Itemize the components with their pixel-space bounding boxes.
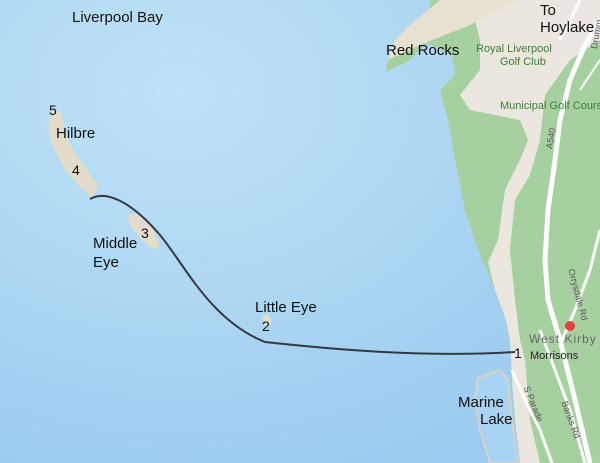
label-middle-eye-line2: Eye [93,254,119,271]
label-hilbre: Hilbre [56,125,96,142]
label-golf-club-line1: Royal Liverpool [476,43,552,55]
waypoint-2: 2 [262,318,270,334]
road-drummond [558,0,582,41]
label-to-hoylake-line1: To [540,2,556,19]
marine-lake [473,368,520,463]
island-hilbre [48,110,98,198]
label-municipal-golf: Municipal Golf Course [500,100,600,112]
label-red-rocks: Red Rocks [386,42,460,59]
label-morrisons: Morrisons [530,350,579,362]
label-liverpool-bay: Liverpool Bay [72,9,163,26]
rail-station-icon [565,321,575,331]
island-little-eye [262,314,272,328]
island-middle-eye [128,213,160,250]
foreshore-north [388,0,520,60]
label-middle-eye-line1: Middle [93,235,138,252]
waypoint-4: 4 [72,162,80,178]
label-little-eye: Little Eye [255,299,317,316]
road-a540 [542,18,600,463]
road-coast [579,59,600,91]
waypoint-1: 1 [514,345,522,361]
waypoint-3: 3 [141,225,149,241]
label-west-kirby: West Kirby [529,332,597,346]
label-marine-lake-line2: Lake [480,411,513,428]
road-s-parade [510,369,554,463]
waypoint-5: 5 [49,102,57,118]
road-banks [538,329,587,463]
walking-route [89,194,516,355]
label-golf-club-line2: Golf Club [500,56,546,68]
label-to-hoylake-line2: Hoylake [540,19,595,36]
label-marine-lake-line1: Marine [458,394,504,411]
